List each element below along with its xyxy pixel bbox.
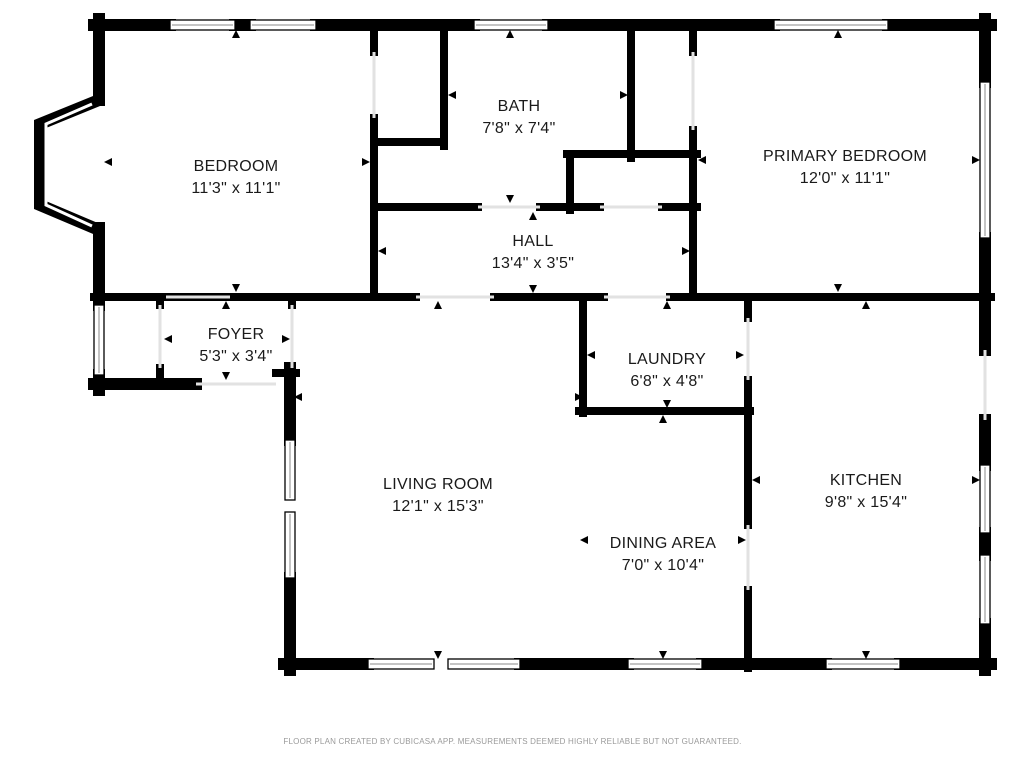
dimension-marker (232, 284, 240, 292)
dimension-markers (104, 30, 980, 659)
dimension-marker (972, 156, 980, 164)
bay-window-glass (44, 102, 93, 228)
dimension-marker (378, 247, 386, 255)
room-dimensions: 12'1" x 15'3" (392, 498, 484, 515)
dimension-marker (506, 195, 514, 203)
room-dining-area: DINING AREA 7'0" x 10'4" (610, 535, 716, 574)
room-name: KITCHEN (830, 472, 902, 489)
room-name: FOYER (208, 326, 265, 343)
dimension-marker (862, 651, 870, 659)
room-primary-bedroom: PRIMARY BEDROOM 12'0" x 11'1" (763, 148, 927, 187)
room-living-room: LIVING ROOM 12'1" x 15'3" (383, 476, 493, 515)
dimension-marker (738, 536, 746, 544)
dimension-marker (448, 91, 456, 99)
walls (34, 13, 997, 676)
room-dimensions: 13'4" x 3'5" (492, 255, 574, 272)
dimension-marker (587, 351, 595, 359)
dimension-marker (232, 30, 240, 38)
dimension-marker (294, 393, 302, 401)
room-name: LAUNDRY (628, 351, 706, 368)
dimension-marker (580, 536, 588, 544)
dimension-marker (362, 158, 370, 166)
disclaimer-footer: FLOOR PLAN CREATED BY CUBICASA APP. MEAS… (283, 737, 742, 746)
dimension-marker (529, 212, 537, 220)
room-dimensions: 7'0" x 10'4" (622, 557, 704, 574)
room-name: HALL (512, 233, 553, 250)
room-kitchen: KITCHEN 9'8" x 15'4" (825, 472, 907, 511)
room-laundry: LAUNDRY 6'8" x 4'8" (628, 351, 706, 390)
dimension-marker (620, 91, 628, 99)
dimension-marker (663, 301, 671, 309)
room-dimensions: 6'8" x 4'8" (630, 373, 703, 390)
room-hall: HALL 13'4" x 3'5" (492, 233, 574, 272)
room-dimensions: 9'8" x 15'4" (825, 494, 907, 511)
dimension-marker (752, 476, 760, 484)
dimension-marker (972, 476, 980, 484)
room-bedroom: BEDROOM 11'3" x 11'1" (191, 158, 280, 197)
dimension-marker (282, 335, 290, 343)
room-dimensions: 7'8" x 7'4" (482, 120, 555, 137)
room-name: BEDROOM (194, 158, 279, 175)
dimension-marker (659, 651, 667, 659)
room-name: PRIMARY BEDROOM (763, 148, 927, 165)
dimension-marker (682, 247, 690, 255)
dimension-marker (659, 415, 667, 423)
dimension-marker (575, 393, 583, 401)
room-name: LIVING ROOM (383, 476, 493, 493)
dimension-marker (434, 301, 442, 309)
dimension-marker (862, 301, 870, 309)
room-dimensions: 12'0" x 11'1" (800, 170, 890, 187)
room-bath: BATH 7'8" x 7'4" (482, 98, 555, 137)
room-name: DINING AREA (610, 535, 716, 552)
dimension-marker (434, 651, 442, 659)
dimension-marker (834, 30, 842, 38)
dimension-marker (164, 335, 172, 343)
room-foyer: FOYER 5'3" x 3'4" (199, 326, 272, 365)
room-name: BATH (498, 98, 541, 115)
bay-window-wall (34, 94, 102, 236)
dimension-marker (736, 351, 744, 359)
dimension-marker (834, 284, 842, 292)
dimension-marker (104, 158, 112, 166)
room-dimensions: 11'3" x 11'1" (191, 180, 280, 197)
dimension-marker (506, 30, 514, 38)
dimension-marker (222, 372, 230, 380)
windows (93, 19, 991, 670)
room-dimensions: 5'3" x 3'4" (199, 348, 272, 365)
dimension-marker (529, 285, 537, 293)
dimension-marker (222, 301, 230, 309)
dimension-marker (663, 400, 671, 408)
dimension-marker (698, 156, 706, 164)
